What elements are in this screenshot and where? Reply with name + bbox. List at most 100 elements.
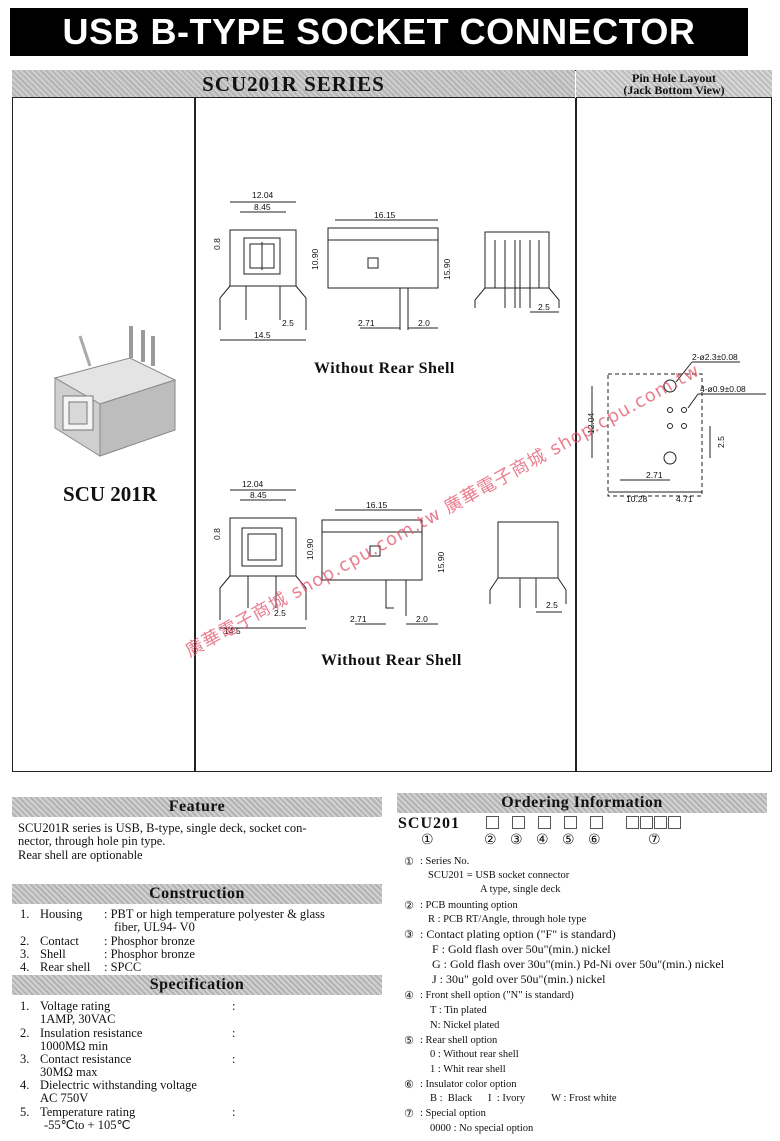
option-line: F : Gold flash over 50u"(min.) nickel [432,942,611,956]
spec-value: 1000MΩ min [40,1039,108,1053]
spec-colon: : [232,999,236,1013]
pin-dim-a: 2.71 [646,470,663,480]
option-line: T : Tin plated [430,1005,487,1016]
code-position-number: ④ [536,832,549,848]
dim-width-outer-b: 12.04 [242,479,264,489]
option-line: 1 : Whit rear shell [430,1064,506,1075]
spec-name: Insulation resistance [40,1026,143,1040]
spec-colon: : [232,1026,236,1040]
construction-name: Contact [40,934,79,948]
code-box [512,816,525,829]
spec-value: AC 750V [40,1091,89,1105]
code-box [538,816,551,829]
dim-length: 16.15 [374,210,396,220]
option-line: SCU201 = USB socket connector [428,870,570,881]
specification-heading: Specification [12,975,382,995]
series-heading: SCU201R SERIES [12,70,575,98]
construction-value-cont: fiber, UL94- V0 [114,920,195,934]
dim-offset-b: 2.0 [418,318,430,328]
option-line: : Insulator color option [420,1079,517,1090]
column-divider-left [194,98,196,772]
dim-offset-a: 2.71 [358,318,375,328]
construction-heading: Construction [12,884,382,904]
top-drawing-set: 12.04 8.45 0.8 14.5 2.5 16.15 10.90 15.9… [212,190,560,341]
code-position-number: ③ [510,832,523,848]
code-position-number: ② [484,832,497,848]
column-divider-right [575,98,577,772]
pin-layout-title: Pin Hole Layout [631,71,716,85]
spec-value: 30MΩ max [40,1065,98,1079]
option-line: G : Gold flash over 30u"(min.) Pd-Ni ove… [432,957,725,971]
spec-colon: : [232,1105,236,1119]
construction-num: 1. [20,907,30,921]
pin-dim-height: 12.04 [586,412,596,434]
construction-num: 2. [20,934,30,948]
spec-num: 1. [20,999,30,1013]
spec-num: 2. [20,1026,30,1040]
top-drawing-caption: Without Rear Shell [314,360,455,377]
option-number: ① [404,855,414,868]
dim-offset-b-b: 2.0 [416,614,428,624]
option-number: ⑥ [404,1078,414,1091]
code-position-number: ⑥ [588,832,601,848]
code-box [640,816,653,829]
spec-colon: : [232,1052,236,1066]
construction-num: 3. [20,947,30,961]
dim-height-b: 10.90 [305,538,315,560]
dim-total-height: 15.90 [442,258,452,280]
construction-num: 4. [20,960,30,974]
pin-dim-small-hole: 4-ø0.9±0.08 [700,384,746,394]
option-line: R : PCB RT/Angle, through hole type [428,914,587,925]
construction-name: Rear shell [40,960,91,974]
construction-value: : Phosphor bronze [104,947,195,961]
spec-name: Contact resistance [40,1052,132,1066]
pin-dim-c: 4.71 [676,494,693,504]
option-line: : Series No. [420,856,470,867]
option-number: ④ [404,989,414,1002]
option-line: : Special option [420,1108,486,1119]
code-position-number: ① [421,832,434,848]
code-position-number: ⑦ [648,832,661,848]
pin-layout-subtitle: (Jack Bottom View) [623,83,725,97]
spec-value: -55℃to + 105℃ [44,1118,131,1132]
dim-pin-pitch: 2.5 [282,318,294,328]
dim-base-width-b: 14.5 [224,626,241,636]
spec-name: Voltage rating [40,999,111,1013]
dim-pin-pitch-b: 2.5 [274,608,286,618]
spec-num: 3. [20,1052,30,1066]
ordering-heading: Ordering Information [397,793,767,813]
option-line: 0 : Without rear shell [430,1049,519,1060]
dim-offset-a-b: 2.71 [350,614,367,624]
code-box [668,816,681,829]
spec-name: Dielectric withstanding voltage [40,1078,197,1092]
option-line: : Contact plating option ("F" is standar… [420,927,616,941]
dim-width-outer: 12.04 [252,190,274,200]
option-line: N: Nickel plated [430,1020,500,1031]
code-box [654,816,667,829]
dim-rear-pitch-b: 2.5 [546,600,558,610]
pin-layout-heading: Pin Hole Layout (Jack Bottom View) [576,70,772,98]
document-title: USB B-TYPE SOCKET CONNECTOR [10,8,748,56]
code-box [564,816,577,829]
code-box [486,816,499,829]
dim-shell-thickness: 0.8 [212,238,222,250]
option-line: J : 30u" gold over 50u"(min.) nickel [432,972,606,986]
construction-value: : Phosphor bronze [104,934,195,948]
option-number: ② [404,899,414,912]
bottom-drawing-set: 12.04 8.45 0.8 14.5 2.5 16.15 10.90 15.9… [212,479,567,636]
code-box [590,816,603,829]
dim-width-inner-b: 8.45 [250,490,267,500]
dim-length-b: 16.15 [366,500,388,510]
spec-num: 4. [20,1078,30,1092]
product-model-label: SCU 201R [63,482,157,506]
option-number: ⑦ [404,1107,414,1120]
feature-line-3: Rear shell are optionable [18,848,143,862]
spec-value: 1AMP, 30VAC [40,1012,116,1026]
spec-name: Temperature rating [40,1105,136,1119]
bottom-drawing-caption: Without Rear Shell [321,652,462,669]
dim-shell-thickness-b: 0.8 [212,528,222,540]
dim-height: 10.90 [310,248,320,270]
feature-heading: Feature [12,797,382,817]
option-line: : Rear shell option [420,1035,498,1046]
construction-name: Housing [40,907,83,921]
